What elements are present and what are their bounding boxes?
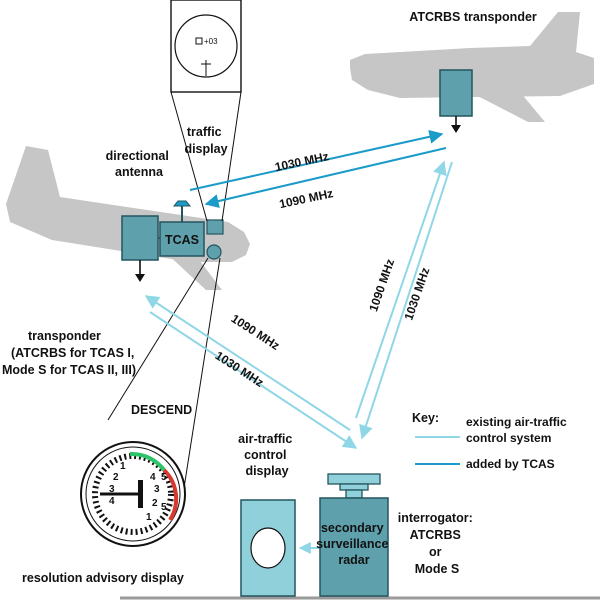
ssr-label-line3: radar	[338, 553, 369, 567]
intruder-aircraft	[350, 12, 594, 122]
traffic-label-line1: traffic	[187, 125, 222, 139]
ssr-1030-interrogation-own	[149, 311, 358, 449]
legend: Key: existing air-traffic control system…	[412, 411, 570, 471]
svg-text:5: 5	[161, 472, 167, 483]
own-transponder	[121, 215, 159, 282]
ssr-radar-box	[319, 497, 389, 597]
signal-1030-top: 1030 MHz	[274, 149, 330, 174]
legend-existing-line1: existing air-traffic	[466, 415, 567, 429]
ssr-1090-reply-intruder	[355, 160, 447, 419]
ssr-antenna	[327, 473, 381, 499]
svg-text:4: 4	[109, 496, 115, 507]
directional-antenna-icon	[172, 200, 192, 222]
svg-text:2: 2	[152, 498, 158, 509]
ssr-1090-reply-own	[144, 295, 351, 431]
resolution-advisory-label: resolution advisory display	[22, 571, 184, 585]
traffic-display: +03	[170, 0, 242, 222]
ssr-label-line2: surveillance	[316, 537, 388, 551]
descend-label: DESCEND	[131, 403, 192, 417]
signal-1090-top: 1090 MHz	[278, 186, 334, 211]
atc-display-label: air-traffic control display	[238, 432, 296, 478]
transponder-label: transponder (ATCRBS for TCAS I, Mode S f…	[2, 329, 138, 377]
interrogator-label-line2: ATCRBS	[410, 528, 461, 542]
interrogator-label: interrogator: ATCRBS or Mode S	[398, 511, 476, 576]
svg-text:2: 2	[113, 472, 119, 483]
atc-label-line1: air-traffic	[238, 432, 292, 446]
interrogator-label-line1: interrogator:	[398, 511, 473, 525]
interrogator-label-line3: or	[429, 545, 442, 559]
atc-label-line2: control	[244, 448, 286, 462]
svg-text:3: 3	[109, 484, 115, 495]
traffic-readout: +03	[204, 37, 218, 46]
legend-existing-label: existing air-traffic control system	[466, 415, 570, 445]
intruder-transponder	[439, 69, 473, 133]
antenna-label-line1: directional	[106, 149, 169, 163]
ssr-label: secondary surveillance radar	[316, 521, 392, 567]
svg-text:1: 1	[120, 461, 126, 472]
signal-paths	[144, 129, 453, 449]
ssr-1030-interrogation-intruder	[359, 161, 453, 440]
atcrbs-transponder-label: ATCRBS transponder	[409, 10, 537, 24]
signal-1090-right: 1090 MHz	[366, 257, 397, 313]
traffic-display-unit	[206, 219, 224, 235]
transponder-label-line2: (ATCRBS for TCAS I,	[11, 346, 134, 360]
legend-added-label: added by TCAS	[466, 457, 555, 471]
ssr-label-line1: secondary	[321, 521, 384, 535]
traffic-label-line2: display	[184, 142, 227, 156]
signal-1090-left: 1090 MHz	[229, 311, 283, 353]
tcas-label: TCAS	[165, 233, 199, 247]
legend-existing-line2: control system	[466, 431, 551, 445]
atc-display	[240, 499, 296, 597]
ra-display-unit	[206, 244, 222, 260]
resolution-advisory-display: 1 2 3 4 4 3 2 1 5 5	[80, 441, 186, 547]
gauge-numbers: 1 2 3 4 4 3 2 1 5 5	[109, 461, 167, 523]
legend-title: Key:	[412, 411, 439, 425]
svg-text:4: 4	[150, 472, 156, 483]
svg-text:5: 5	[161, 502, 167, 513]
transponder-label-line1: transponder	[28, 329, 101, 343]
interrogator-label-line4: Mode S	[415, 562, 459, 576]
tcas-1090-reply	[204, 147, 447, 208]
svg-text:1: 1	[146, 512, 152, 523]
antenna-label-line2: antenna	[115, 165, 164, 179]
transponder-label-line3: Mode S for TCAS II, III)	[2, 363, 136, 377]
atc-label-line3: display	[245, 464, 288, 478]
traffic-display-label: traffic display	[184, 125, 227, 156]
svg-text:3: 3	[154, 484, 160, 495]
directional-antenna-label: directional antenna	[106, 149, 173, 179]
tcas-1030-uplink	[189, 129, 444, 191]
